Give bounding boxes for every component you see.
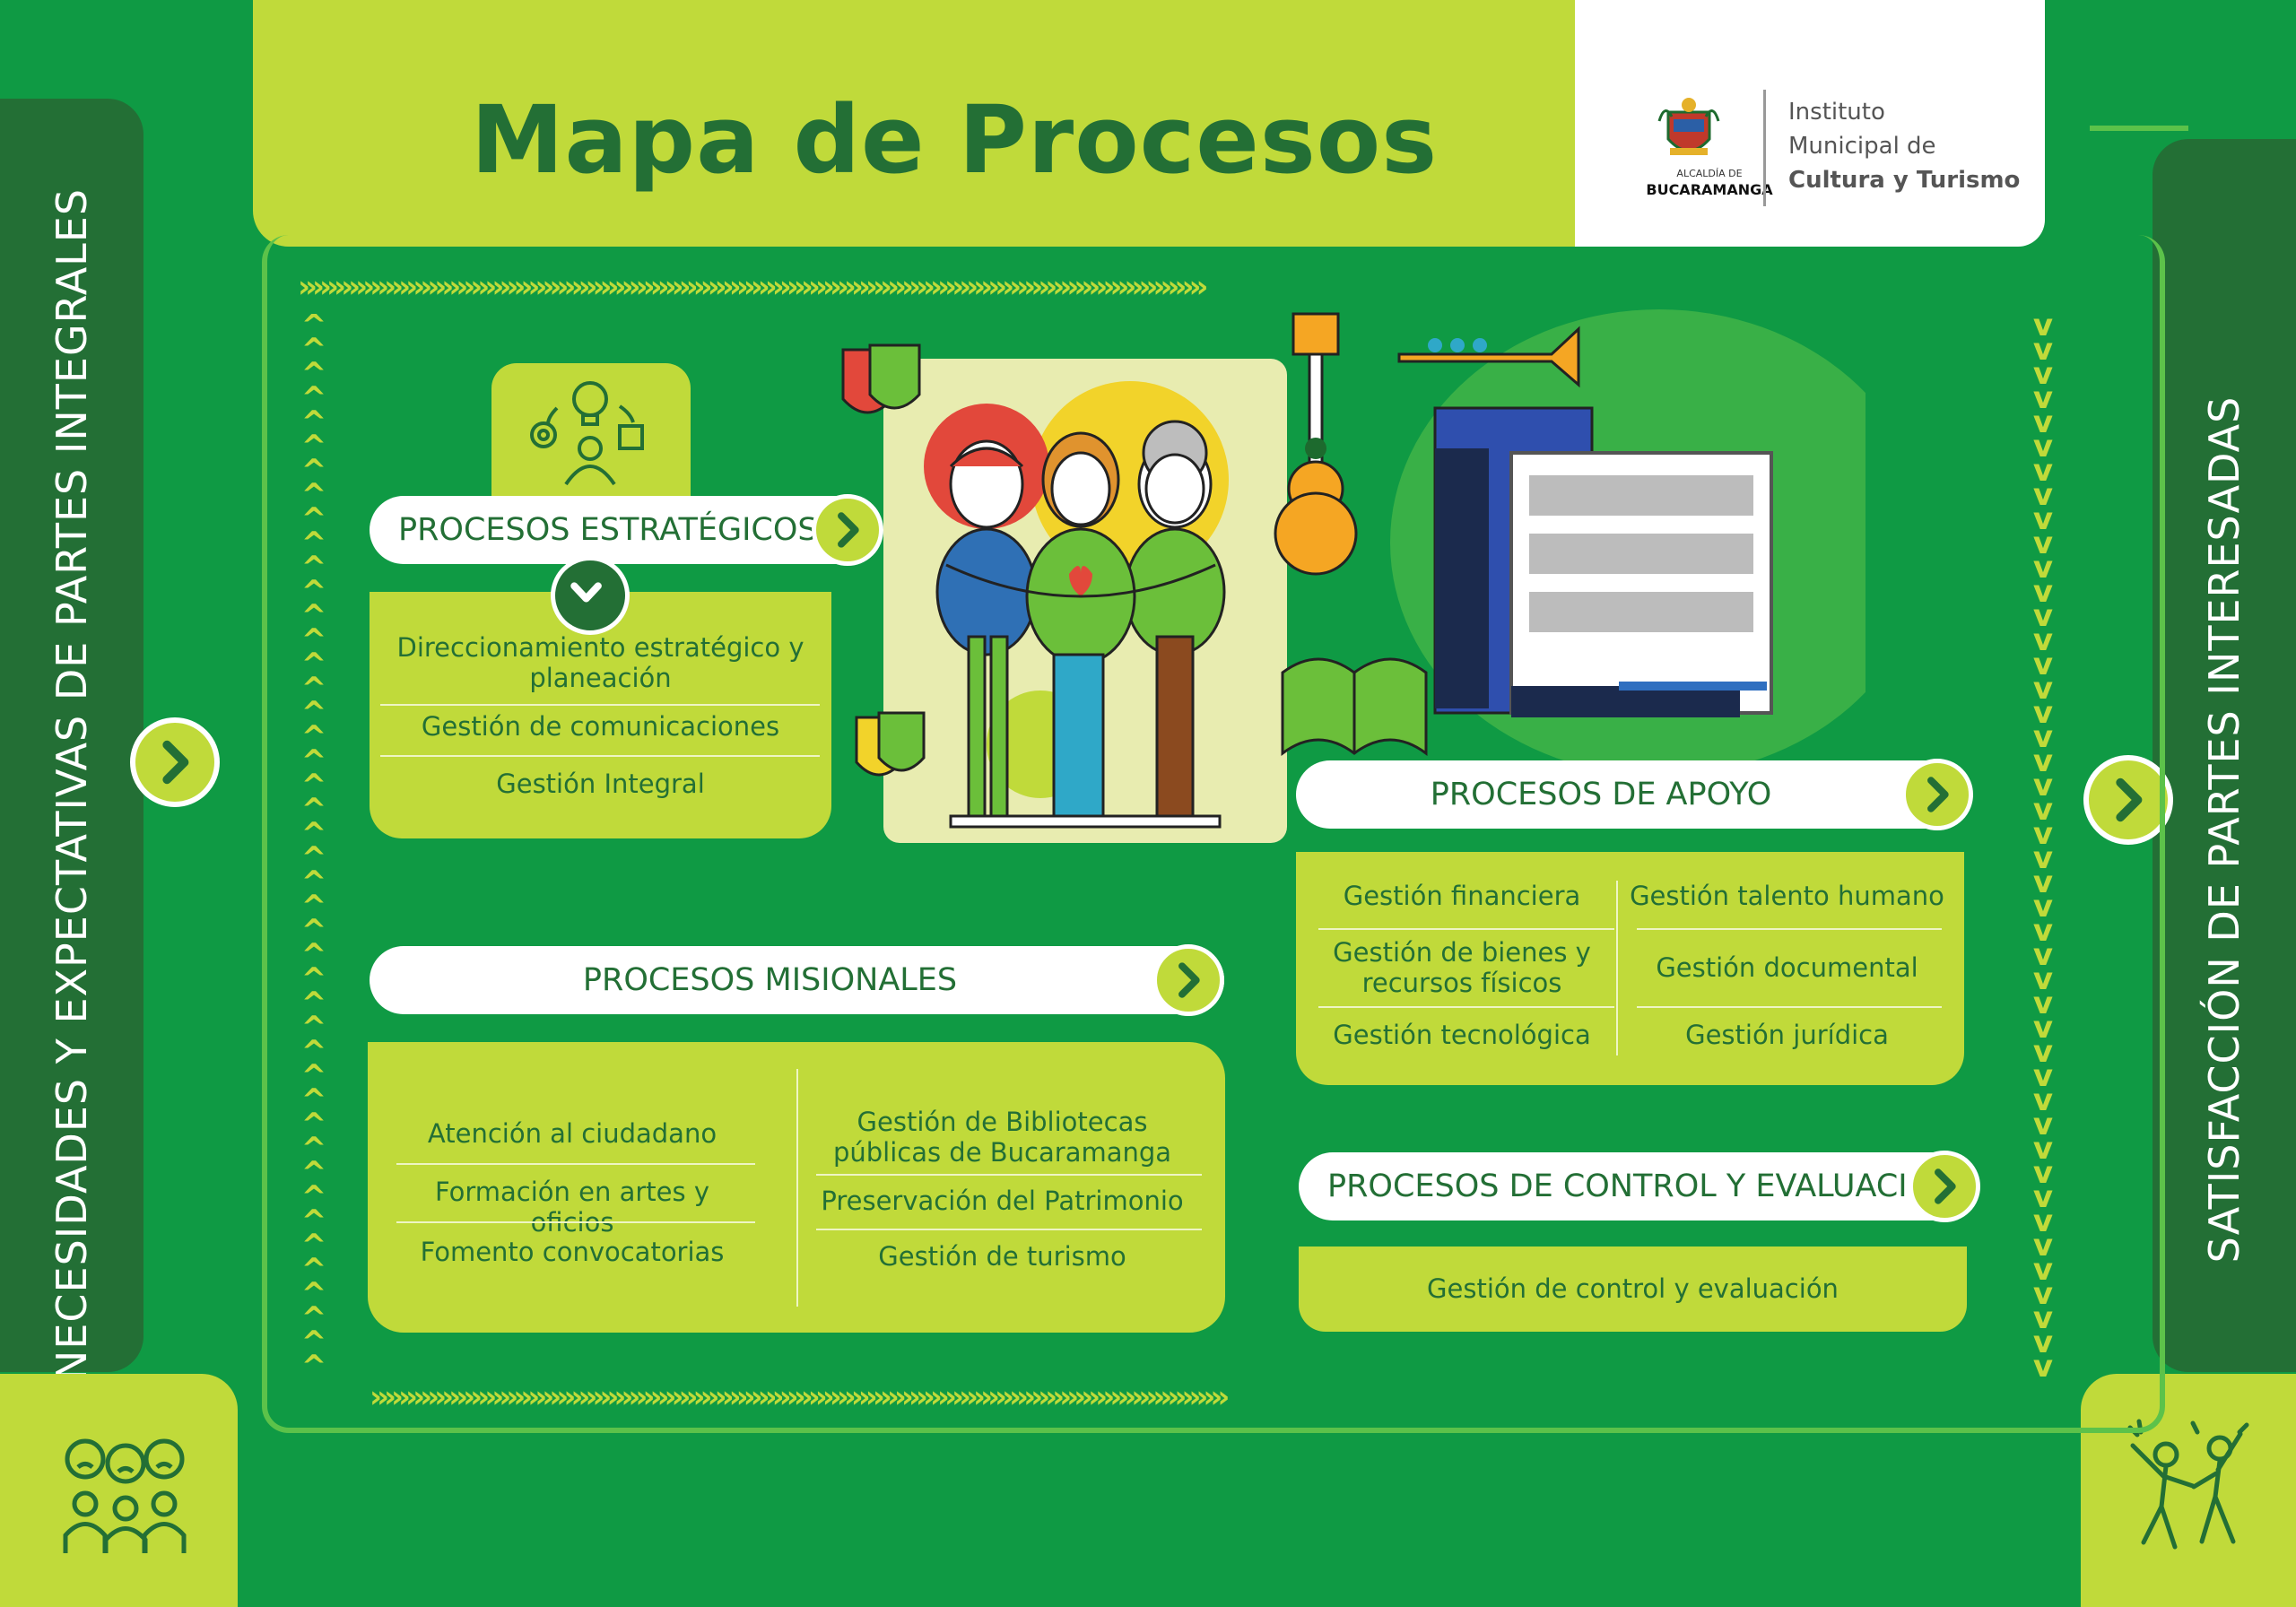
cultural-people-illustration xyxy=(841,343,1287,843)
apoyo-item: Gestión de bienes y recursos físicos xyxy=(1333,937,1591,998)
separator xyxy=(1318,1006,1614,1008)
misionales-title: PROCESOS MISIONALES xyxy=(582,962,958,998)
chevron-right-icon xyxy=(838,512,859,548)
estrategicos-title: PROCESOS ESTRATÉGICOS xyxy=(398,512,818,548)
building-illustration xyxy=(1274,309,1866,776)
institute-line-3: Cultura y Turismo xyxy=(1788,167,2021,194)
institute-line-2: Municipal de xyxy=(1788,133,1936,160)
page-title: Mapa de Procesos xyxy=(471,85,1439,195)
separator xyxy=(1637,928,1942,930)
apoyo-title: PROCESOS DE APOYO xyxy=(1430,777,1772,812)
misionales-box: Atención al ciudadano Formación en artes… xyxy=(368,1042,1225,1333)
frame-connector xyxy=(2090,126,2188,131)
celebrating-people-icon xyxy=(2127,1419,2249,1550)
coat-of-arms-icon xyxy=(1657,98,1720,155)
misionales-arrow-button[interactable] xyxy=(1152,944,1224,1016)
separator xyxy=(1637,1006,1942,1008)
misionales-header[interactable]: PROCESOS MISIONALES xyxy=(370,944,1224,1016)
misionales-item: Atención al ciudadano xyxy=(427,1118,718,1149)
chevron-right-icon xyxy=(1178,962,1200,998)
separator xyxy=(380,755,820,757)
chevron-right-icon xyxy=(2116,777,2143,822)
control-box: Gestión de control y evaluación xyxy=(1299,1247,1967,1332)
logo-divider xyxy=(1763,90,1766,206)
estrategicos-box: Direccionamiento estratégico y planeació… xyxy=(370,592,831,838)
apoyo-item: Gestión jurídica xyxy=(1685,1020,1889,1050)
left-chevron-button[interactable] xyxy=(130,717,220,807)
idea-strategy-icon xyxy=(530,381,644,486)
right-sidebar xyxy=(2152,139,2296,1372)
estrategicos-item: Gestión de comunicaciones xyxy=(421,711,780,742)
chevron-right-icon xyxy=(162,740,189,785)
logo-small-text-2: BUCARAMANGA xyxy=(1646,181,1773,198)
logo-panel: ALCALDÍA DE BUCARAMANGA Instituto Munici… xyxy=(1575,0,2045,247)
control-title: PROCESOS DE CONTROL Y EVALUACIÓN xyxy=(1327,1168,1956,1204)
separator xyxy=(396,1163,755,1165)
estrategicos-item: Direccionamiento estratégico y planeació… xyxy=(396,632,804,693)
estrategicos-expand-button[interactable] xyxy=(551,556,630,635)
apoyo-box: Gestión financiera Gestión de bienes y r… xyxy=(1296,852,1964,1085)
separator xyxy=(380,704,820,706)
misionales-item: Gestión de Bibliotecas públicas de Bucar… xyxy=(832,1107,1172,1168)
apoyo-item: Gestión financiera xyxy=(1343,881,1581,911)
apoyo-arrow-button[interactable] xyxy=(1901,759,1973,830)
left-side-label: NECESIDADES Y EXPECTATIVAS DE PARTES INT… xyxy=(48,187,96,1382)
separator xyxy=(816,1174,1202,1176)
chevron-down-icon xyxy=(570,582,602,603)
corner-right-panel xyxy=(2081,1374,2296,1607)
apoyo-item: Gestión tecnológica xyxy=(1333,1020,1591,1050)
vertical-separator xyxy=(1616,881,1618,1055)
frame-outline xyxy=(262,235,2165,1433)
logo-small-text-1: ALCALDÍA DE xyxy=(1676,168,1743,179)
separator xyxy=(816,1229,1202,1230)
misionales-item: Preservación del Patrimonio xyxy=(821,1186,1184,1216)
misionales-item: Gestión de turismo xyxy=(878,1241,1126,1272)
separator xyxy=(396,1221,755,1223)
institute-line-1: Instituto xyxy=(1788,99,1885,126)
corner-left-panel xyxy=(0,1374,238,1607)
left-sidebar xyxy=(0,99,144,1372)
header-banner xyxy=(253,0,1576,247)
separator xyxy=(1318,928,1614,930)
chevron-border-right: v v v v v v v v v v v v v v v v v v v v … xyxy=(2032,314,2054,1377)
misionales-item: Fomento convocatorias xyxy=(420,1237,725,1267)
apoyo-header[interactable]: PROCESOS DE APOYO xyxy=(1296,759,1973,830)
apoyo-item: Gestión talento humano xyxy=(1630,881,1944,911)
misionales-item: Formación en artes y oficios xyxy=(434,1177,709,1238)
chevron-right-icon xyxy=(1935,1168,1956,1204)
chevron-right-icon xyxy=(1927,777,1949,812)
strategic-icon-panel xyxy=(491,363,691,498)
estrategicos-header[interactable]: PROCESOS ESTRATÉGICOS xyxy=(370,494,883,566)
chevron-border-top: ››››››››››››››››››››››››››››››››››››››››… xyxy=(298,269,1208,305)
estrategicos-arrow-button[interactable] xyxy=(812,494,883,566)
control-header[interactable]: PROCESOS DE CONTROL Y EVALUACIÓN xyxy=(1299,1151,1980,1222)
vertical-separator xyxy=(796,1069,798,1307)
chevron-border-left: ^ ^ ^ ^ ^ ^ ^ ^ ^ ^ ^ ^ ^ ^ ^ ^ ^ ^ ^ ^ … xyxy=(300,314,327,1377)
apoyo-item: Gestión documental xyxy=(1656,952,1918,983)
control-item: Gestión de control y evaluación xyxy=(1427,1273,1839,1304)
chevron-border-bottom: ››››››››››››››››››››››››››››››››››››››››… xyxy=(370,1379,1230,1415)
control-arrow-button[interactable] xyxy=(1909,1151,1980,1222)
right-side-label: SATISFACCIÓN DE PARTES INTERESADAS xyxy=(2200,395,2248,1264)
estrategicos-item: Gestión Integral xyxy=(496,769,705,799)
right-chevron-button[interactable] xyxy=(2083,755,2173,845)
unhappy-people-icon xyxy=(63,1438,187,1553)
